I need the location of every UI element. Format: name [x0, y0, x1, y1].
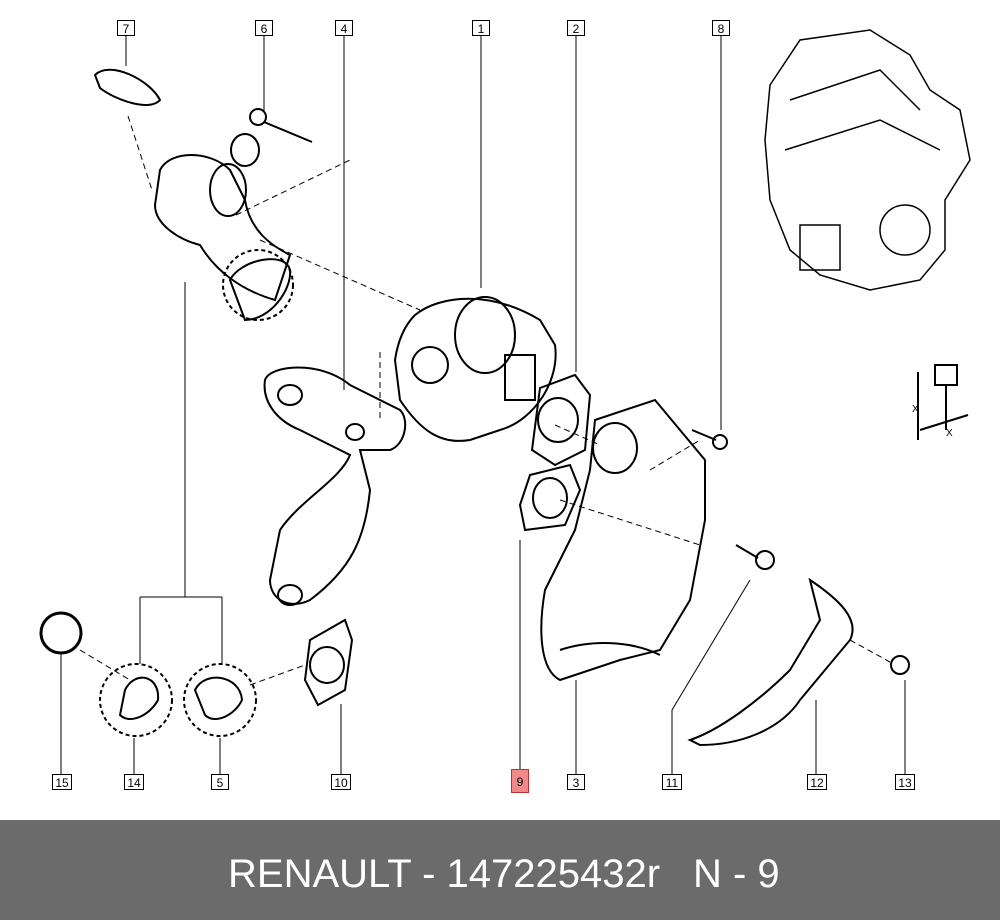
exploded-parts-diagram: X X 7 6 4 1 2 8 15 14 5 10 9 3 11 12 13: [39, 20, 971, 793]
callout-7: 7: [117, 20, 135, 36]
torque-mark-x2: X: [946, 428, 953, 439]
torque-mark-x1: X: [912, 404, 919, 415]
part-number-text: RENAULT - 147225432r: [228, 852, 661, 896]
callout-14: 14: [124, 774, 144, 790]
diagram-drawing: X X: [39, 29, 971, 774]
callout-1: 1: [472, 20, 490, 36]
callout-5: 5: [211, 774, 229, 790]
callout-12: 12: [807, 774, 827, 790]
callout-2: 2: [567, 20, 585, 36]
callout-10: 10: [331, 774, 351, 790]
callout-3: 3: [567, 774, 585, 790]
callout-8: 8: [712, 20, 730, 36]
callout-9-highlighted: 9: [511, 769, 529, 793]
callout-15: 15: [52, 774, 72, 790]
callout-13: 13: [895, 774, 915, 790]
callout-6: 6: [255, 20, 273, 36]
diagram-position-text: N - 9: [693, 852, 780, 896]
footer-bar: RENAULT - 147225432r N - 9: [0, 820, 1000, 920]
callout-11: 11: [662, 774, 682, 790]
callout-4: 4: [335, 20, 353, 36]
